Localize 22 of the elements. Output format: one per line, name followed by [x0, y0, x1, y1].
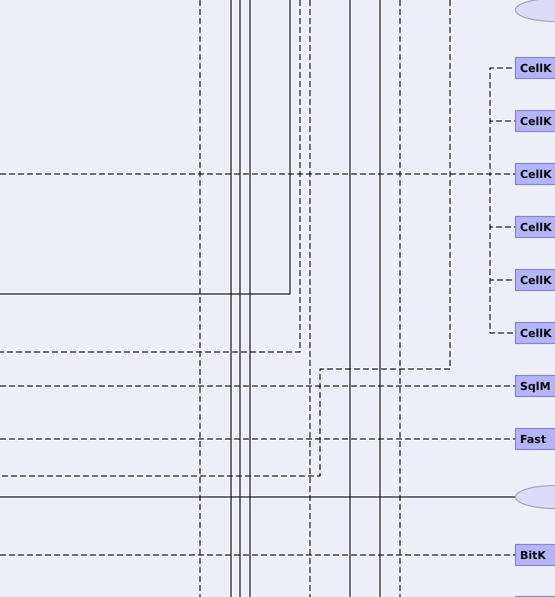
class-name: Fast: [520, 434, 546, 444]
class-name: SqlM: [520, 380, 551, 392]
class-box: [515, 428, 555, 450]
class-box: [515, 544, 555, 566]
class-box: [515, 110, 555, 132]
class-box: [515, 216, 555, 238]
class-name: BitK: [520, 550, 546, 560]
class-name: CellK: [520, 328, 552, 338]
class-name: CellK: [520, 62, 552, 74]
class-box: [515, 269, 555, 291]
class-name: CellK: [520, 222, 552, 232]
class-box: [515, 163, 555, 185]
class-box: [515, 322, 555, 344]
connector: [0, 496, 516, 498]
connector: [0, 438, 516, 440]
class-box: [515, 375, 555, 397]
class-name: CellK: [520, 116, 552, 126]
connector: [0, 174, 516, 334]
connector: [0, 554, 516, 556]
class-name: CellK: [520, 274, 552, 286]
class-name: CellK: [520, 168, 552, 180]
class-box: [515, 57, 555, 79]
